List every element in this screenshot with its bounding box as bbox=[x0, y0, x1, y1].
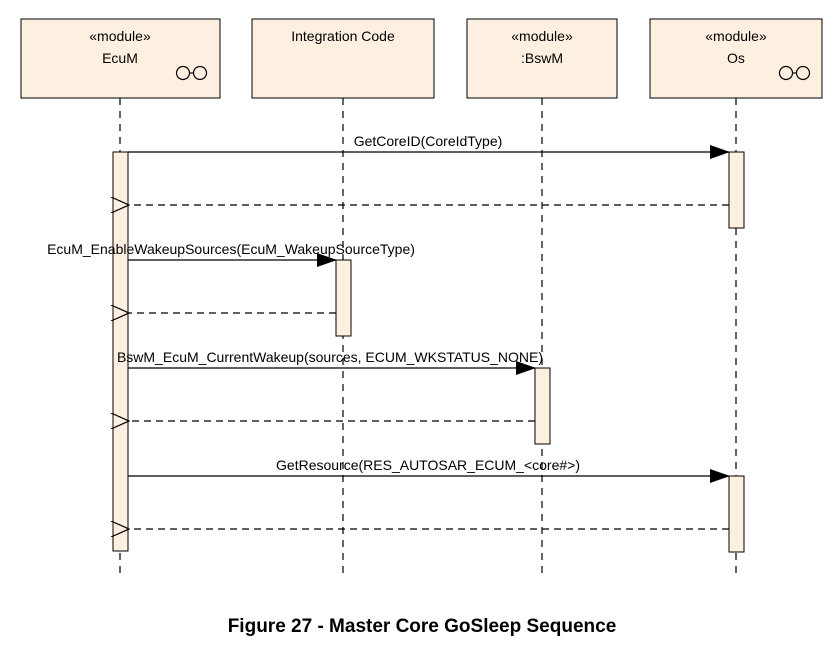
participant-ecum: «module» EcuM bbox=[20, 18, 221, 99]
participant-os: «module» Os bbox=[649, 18, 823, 99]
participant-box bbox=[20, 18, 221, 99]
activation-ecum bbox=[112, 151, 129, 552]
lifelines bbox=[119, 98, 737, 578]
participant-name: EcuM bbox=[102, 50, 138, 66]
participant-box bbox=[649, 18, 823, 99]
component-icon bbox=[778, 65, 811, 81]
message-label: EcuM_EnableWakeupSources(EcuM_WakeupSour… bbox=[47, 241, 415, 257]
message-current-wakeup: BswM_EcuM_CurrentWakeup(sources, ECUM_WK… bbox=[117, 349, 543, 421]
participant-name: Os bbox=[727, 50, 745, 66]
participant-box bbox=[466, 18, 618, 99]
participant-name: :BswM bbox=[521, 50, 563, 66]
participant-bswm: «module» :BswM bbox=[466, 18, 618, 99]
participant-stereotype: «module» bbox=[705, 28, 767, 44]
figure-caption: Figure 27 - Master Core GoSleep Sequence bbox=[228, 616, 617, 637]
activation-bars bbox=[112, 151, 745, 553]
participant-stereotype: «module» bbox=[511, 28, 573, 44]
participant-stereotype: «module» bbox=[89, 28, 151, 44]
participant-box bbox=[251, 18, 435, 99]
activation-bswm bbox=[534, 367, 551, 445]
activation-integration-code bbox=[335, 259, 352, 337]
activation-os-1 bbox=[728, 151, 745, 229]
participant-integration-code: Integration Code bbox=[251, 18, 435, 99]
activation-os-2 bbox=[728, 475, 745, 553]
message-label: BswM_EcuM_CurrentWakeup(sources, ECUM_WK… bbox=[117, 349, 543, 365]
message-getcoreid: GetCoreID(CoreIdType) bbox=[128, 133, 730, 205]
component-icon bbox=[175, 65, 208, 81]
message-label: GetCoreID(CoreIdType) bbox=[354, 133, 503, 149]
message-label: GetResource(RES_AUTOSAR_ECUM_<core#>) bbox=[276, 457, 580, 473]
message-enable-wakeup-sources: EcuM_EnableWakeupSources(EcuM_WakeupSour… bbox=[47, 241, 415, 313]
participant-name: Integration Code bbox=[291, 28, 395, 44]
message-getresource: GetResource(RES_AUTOSAR_ECUM_<core#>) bbox=[128, 457, 730, 529]
